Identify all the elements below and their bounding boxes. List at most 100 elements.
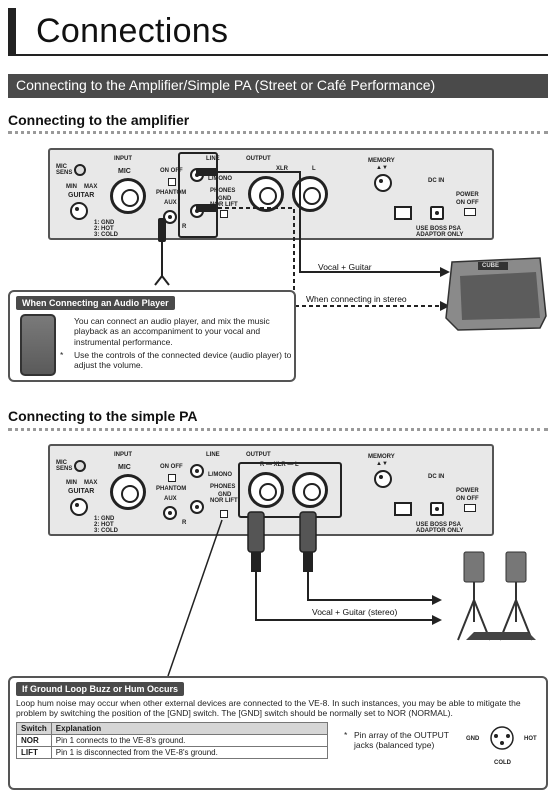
xlr-label-pa: R — XLR — L — [260, 462, 299, 468]
output-label: OUTPUT — [246, 156, 271, 162]
pin-hot-label: HOT — [524, 736, 537, 742]
phantom-switch-pa[interactable] — [168, 474, 176, 482]
adaptor-only-label-pa: ADAPTOR ONLY — [416, 528, 464, 534]
output-label-pa: OUTPUT — [246, 452, 271, 458]
ground-loop-box: If Ground Loop Buzz or Hum Occurs Loop h… — [8, 676, 548, 790]
pa-speakers-icon — [457, 551, 536, 641]
usb-port-pa[interactable] — [394, 502, 412, 516]
pa-heading-divider — [8, 428, 548, 431]
table-header-row: Switch Explanation — [16, 722, 329, 735]
ve8-device-amp: INPUT MIC SENS MIN MAX MIC ON OFF PHANTO… — [48, 148, 494, 240]
line-label-pa: LINE — [206, 452, 220, 458]
dc-in-label-pa: DC IN — [428, 474, 445, 480]
power-on-off-label: ON OFF — [456, 200, 479, 206]
audio-player-note: Use the controls of the connected device… — [74, 350, 292, 371]
l-mono-label-pa: L/MONO — [208, 472, 232, 478]
audio-player-note-mark: * — [60, 350, 64, 360]
table-header-explanation: Explanation — [50, 722, 329, 735]
mic-sens-label-pa: MIC SENS — [56, 460, 73, 472]
pin-3-label-pa: 3: COLD — [94, 528, 118, 534]
dc-in-jack[interactable] — [430, 206, 444, 220]
pin-cold-label: COLD — [494, 760, 511, 766]
ground-loop-text: Loop hum noise may occur when other exte… — [16, 698, 521, 719]
gnd-switch-pa[interactable] — [220, 510, 228, 518]
pin-3-label: 3: COLD — [94, 232, 118, 238]
guitar-label: GUITAR — [68, 192, 95, 199]
pin-1-label-pa: 1: GND — [94, 516, 115, 522]
pin-array-note: Pin array of the OUTPUT jacks (balanced … — [354, 730, 449, 751]
max-label-pa: MAX — [84, 480, 98, 486]
memory-arrows-icon: ▲▼ — [376, 165, 388, 171]
min-label: MIN — [66, 184, 77, 190]
pin-gnd-label: GND — [466, 736, 480, 742]
gnd-label-pa: GND — [218, 492, 232, 498]
title-accent-bar — [8, 8, 16, 56]
line-r-label: R — [182, 224, 187, 230]
audio-player-box-heading: When Connecting an Audio Player — [16, 296, 175, 310]
ground-switch-table: Switch Explanation NOR Pin 1 connects to… — [16, 722, 329, 759]
line-r-jack-pa[interactable] — [190, 500, 204, 514]
mic-sens-knob-pa[interactable] — [74, 460, 86, 472]
table-header-switch: Switch — [16, 722, 52, 735]
mic-jack[interactable] — [110, 178, 146, 214]
phantom-switch-label: ON OFF — [160, 168, 183, 174]
table-cell-explanation: Pin 1 is disconnected from the VE-8's gr… — [50, 746, 329, 759]
amp-cable-label-stereo: When connecting in stereo — [306, 294, 407, 304]
mic-sens-knob[interactable] — [74, 164, 86, 176]
power-label: POWER — [456, 192, 479, 198]
memory-arrows-icon-pa: ▲▼ — [376, 461, 388, 467]
mic-label: MIC — [118, 168, 131, 175]
amp-heading-divider — [8, 131, 548, 134]
aux-jack-pa[interactable] — [163, 506, 177, 520]
mic-jack-pa[interactable] — [110, 474, 146, 510]
page-title: Connections — [36, 12, 229, 50]
phantom-label-pa: PHANTOM — [156, 486, 187, 492]
max-label: MAX — [84, 184, 98, 190]
pin-2-label: 2: HOT — [94, 226, 114, 232]
pin-1-label: 1: GND — [94, 220, 115, 226]
aux-label-pa: AUX — [164, 496, 177, 502]
power-switch[interactable] — [464, 208, 476, 216]
amp-cable-label-vocal: Vocal + Guitar — [318, 262, 372, 272]
pin-array-note-mark: * — [344, 730, 348, 740]
guitar-jack[interactable] — [70, 202, 88, 220]
gnd-switch[interactable] — [220, 210, 228, 218]
memory-jack-pa[interactable] — [374, 470, 392, 488]
audio-player-icon — [20, 314, 56, 376]
guitar-jack-pa[interactable] — [70, 498, 88, 516]
ground-loop-heading: If Ground Loop Buzz or Hum Occurs — [16, 682, 184, 696]
page-title-block: Connections — [8, 8, 548, 56]
output-highlight-amp — [178, 152, 218, 238]
adaptor-only-label: ADAPTOR ONLY — [416, 232, 464, 238]
phantom-switch[interactable] — [168, 178, 176, 186]
usb-port[interactable] — [394, 206, 412, 220]
table-cell-switch: LIFT — [16, 746, 52, 759]
line-label: LINE — [206, 156, 220, 162]
table-row: NOR Pin 1 connects to the VE-8's ground. — [16, 734, 329, 747]
amp-brand: CUBE — [482, 263, 500, 269]
xlr-l-label: L — [312, 166, 316, 172]
xlr-pin-diagram — [490, 726, 514, 750]
input-label-pa: INPUT — [114, 452, 132, 458]
ve8-device-pa: INPUT MIC SENS MIN MAX MIC ON OFF PHANTO… — [48, 444, 494, 536]
pa-heading: Connecting to the simple PA — [8, 408, 198, 424]
memory-label: MEMORY — [368, 158, 395, 164]
line-l-jack-pa[interactable] — [190, 464, 204, 478]
mic-label-pa: MIC — [118, 464, 131, 471]
phantom-switch-label-pa: ON OFF — [160, 464, 183, 470]
nor-lift-label-pa: NOR LIFT — [210, 498, 238, 504]
input-label: INPUT — [114, 156, 132, 162]
aux-jack[interactable] — [163, 210, 177, 224]
aux-label: AUX — [164, 200, 177, 206]
xlr-r-jack[interactable] — [248, 176, 284, 212]
dc-in-label: DC IN — [428, 178, 445, 184]
dc-in-jack-pa[interactable] — [430, 502, 444, 516]
memory-jack[interactable] — [374, 174, 392, 192]
xlr-r-jack-pa[interactable] — [248, 472, 284, 508]
table-cell-explanation: Pin 1 connects to the VE-8's ground. — [50, 734, 329, 747]
xlr-l-jack[interactable] — [292, 176, 328, 212]
phones-label-pa: PHONES — [210, 484, 236, 490]
power-switch-pa[interactable] — [464, 504, 476, 512]
table-cell-switch: NOR — [16, 734, 52, 747]
xlr-l-jack-pa[interactable] — [292, 472, 328, 508]
